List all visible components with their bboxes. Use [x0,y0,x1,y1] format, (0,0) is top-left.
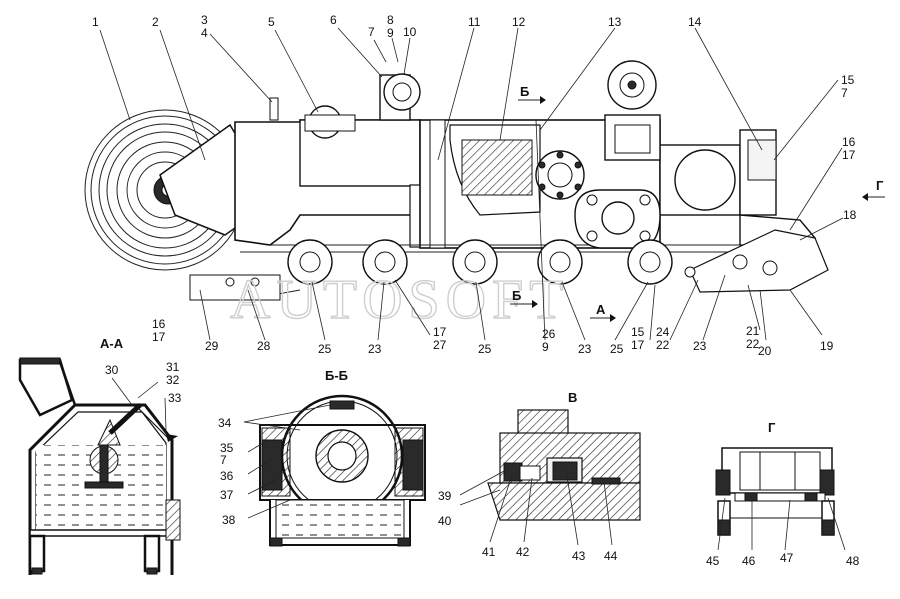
callout-25c: 25 [318,342,332,356]
section-bb: Б-Б 34 35 7 36 37 38 [218,368,426,547]
callout-32: 32 [166,373,180,387]
callout-18: 18 [843,208,857,222]
callout-14: 14 [688,15,702,29]
view-g: Г 45 46 47 48 [706,420,860,568]
callout-17b: 17 [631,338,645,352]
callout-45: 45 [706,554,720,568]
callout-46: 46 [742,554,756,568]
section-aa-title: А-А [100,336,124,351]
callout-35: 35 [220,441,234,455]
cut-b-bottom-label: Б [512,288,521,303]
callout-29: 29 [205,339,219,353]
callout-26: 26 [542,327,556,341]
gear-cutaway [449,124,585,216]
section-v: В 39 40 41 42 43 44 [438,390,641,563]
callout-17c: 17 [433,325,447,339]
callout-9b: 9 [542,340,549,354]
callout-17a: 17 [842,148,856,162]
main-assembly-view: AUTOSOFT Б Б А Г [84,13,885,358]
callout-23a: 23 [693,339,707,353]
callout-9: 9 [387,26,394,40]
callout-30: 30 [105,363,119,377]
callout-7-bb: 7 [220,453,227,467]
callout-15a: 15 [841,73,855,87]
callout-36: 36 [220,469,234,483]
callout-31: 31 [166,360,180,374]
cut-a-label: А [596,302,606,317]
callout-40: 40 [438,514,452,528]
main-callouts: 1 2 3 4 5 6 7 8 9 10 11 12 13 14 15 7 16… [92,13,857,358]
watermark-text: AUTOSOFT [230,269,569,331]
callout-8: 8 [387,13,394,27]
callout-13: 13 [608,15,622,29]
callout-48: 48 [846,554,860,568]
mounting-flange [574,189,661,249]
callout-41: 41 [482,545,496,559]
section-markers: Б Б А Г [510,84,885,322]
callout-1: 1 [92,15,99,29]
callout-37: 37 [220,488,234,502]
callout-44: 44 [604,549,618,563]
callout-16b: 16 [152,317,166,331]
callout-47: 47 [780,551,794,565]
callout-23c: 23 [368,342,382,356]
callout-43: 43 [572,549,586,563]
callout-34: 34 [218,416,232,430]
callout-23b: 23 [578,342,592,356]
callout-38: 38 [222,513,236,527]
callout-7: 7 [368,25,375,39]
callout-25a: 25 [610,342,624,356]
callout-15b: 15 [631,325,645,339]
callout-19: 19 [820,339,834,353]
callout-6: 6 [330,13,337,27]
view-g-title: Г [768,420,776,435]
callout-27: 27 [433,338,447,352]
callout-22a: 22 [746,337,760,351]
leader-lines [99,27,844,341]
callout-39: 39 [438,489,452,503]
aa-piston [84,403,178,489]
top-housings [269,60,661,161]
callout-3: 3 [201,13,208,27]
callout-16a: 16 [842,135,856,149]
callout-17d: 17 [152,330,166,344]
callout-21: 21 [746,324,760,338]
callout-42: 42 [516,545,530,559]
callout-7b: 7 [841,86,848,100]
callout-2: 2 [152,15,159,29]
callout-4: 4 [201,26,208,40]
callout-24: 24 [656,325,670,339]
section-aa: А-А 30 31 32 33 [18,336,182,575]
callout-20: 20 [758,344,772,358]
cut-b-top-label: Б [520,84,529,99]
callout-10: 10 [403,25,417,39]
callout-28: 28 [257,339,271,353]
callout-22b: 22 [656,338,670,352]
track-rollers [189,239,778,301]
callout-11: 11 [468,15,481,29]
section-v-title: В [568,390,577,405]
callout-5: 5 [268,15,275,29]
callout-33: 33 [168,391,182,405]
callout-25b: 25 [478,342,492,356]
callout-12: 12 [512,15,526,29]
view-g-label: Г [876,178,884,193]
section-bb-title: Б-Б [325,368,348,383]
